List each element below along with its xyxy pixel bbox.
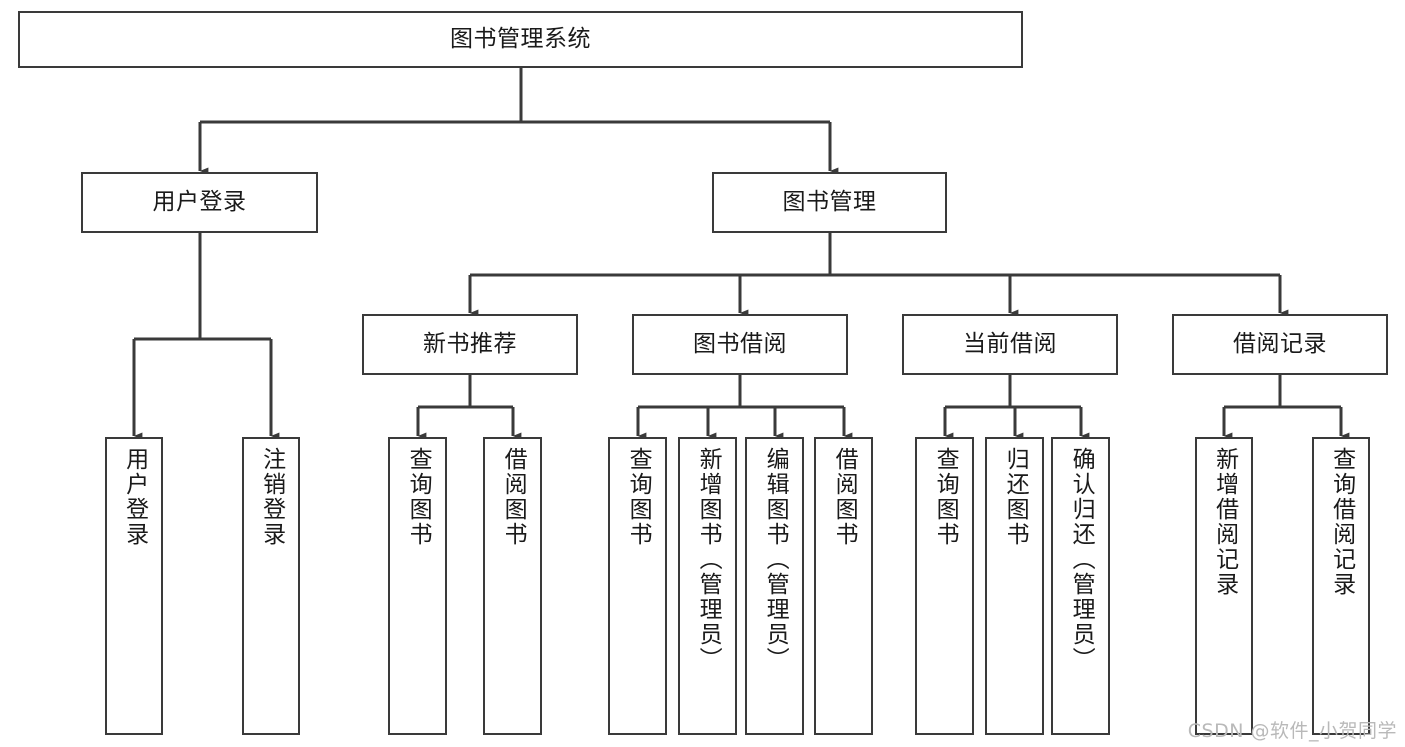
node-label: 查询图书 xyxy=(932,447,959,547)
node-label: 当前借阅 xyxy=(963,330,1057,357)
node-user-login[interactable]: 用户登录 xyxy=(81,172,318,233)
node-label: 借阅记录 xyxy=(1233,330,1327,357)
node-label: 查询借阅记录 xyxy=(1328,447,1355,597)
node-label: 图书管理 xyxy=(782,188,877,215)
node-borrow-record[interactable]: 借阅记录 xyxy=(1172,314,1388,375)
node-book-manage[interactable]: 图书管理 xyxy=(712,172,947,233)
node-leaf-add-record[interactable]: 新增借阅记录 xyxy=(1195,437,1253,735)
node-label: 查询图书 xyxy=(405,447,432,547)
node-leaf-query-book[interactable]: 查询图书 xyxy=(608,437,667,735)
node-label: 借阅图书 xyxy=(500,447,527,547)
node-label: 图书管理系统 xyxy=(450,25,591,52)
node-leaf-query-book-cur[interactable]: 查询图书 xyxy=(915,437,974,735)
node-current-borrow[interactable]: 当前借阅 xyxy=(902,314,1118,375)
node-label: 新增图书（管理员） xyxy=(695,447,722,672)
node-leaf-confirm-return[interactable]: 确认归还（管理员） xyxy=(1051,437,1110,735)
watermark: CSDN @软件_小贺同学 xyxy=(1187,720,1397,742)
node-label: 用户登录 xyxy=(152,188,247,215)
node-label: 确认归还（管理员） xyxy=(1068,447,1095,672)
node-leaf-query-book-rec[interactable]: 查询图书 xyxy=(388,437,447,735)
node-leaf-borrow-book[interactable]: 借阅图书 xyxy=(814,437,873,735)
node-leaf-borrow-book-rec[interactable]: 借阅图书 xyxy=(483,437,542,735)
node-label: 用户登录 xyxy=(121,447,148,547)
node-label: 注销登录 xyxy=(258,447,285,547)
node-root[interactable]: 图书管理系统 xyxy=(18,11,1023,68)
node-leaf-return-book[interactable]: 归还图书 xyxy=(985,437,1044,735)
node-label: 新增借阅记录 xyxy=(1211,447,1238,597)
node-leaf-user-logout[interactable]: 注销登录 xyxy=(242,437,300,735)
node-leaf-edit-book[interactable]: 编辑图书（管理员） xyxy=(745,437,804,735)
node-label: 新书推荐 xyxy=(423,330,517,357)
node-label: 借阅图书 xyxy=(831,447,858,547)
node-leaf-user-login[interactable]: 用户登录 xyxy=(105,437,163,735)
node-label: 归还图书 xyxy=(1002,447,1029,547)
node-leaf-add-book[interactable]: 新增图书（管理员） xyxy=(678,437,737,735)
node-label: 编辑图书（管理员） xyxy=(762,447,789,672)
node-label: 查询图书 xyxy=(625,447,652,547)
node-label: 图书借阅 xyxy=(693,330,787,357)
node-book-borrow[interactable]: 图书借阅 xyxy=(632,314,848,375)
node-leaf-query-record[interactable]: 查询借阅记录 xyxy=(1312,437,1370,735)
node-new-book-rec[interactable]: 新书推荐 xyxy=(362,314,578,375)
